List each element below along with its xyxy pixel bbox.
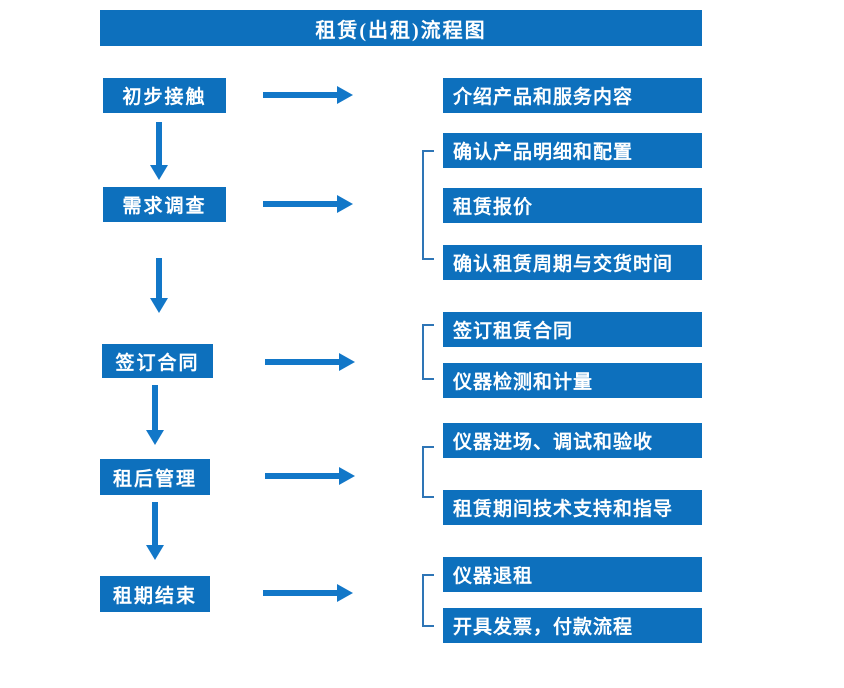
stage-post-rental-management: 租后管理 [100, 459, 210, 495]
stage-lease-end: 租期结束 [100, 576, 210, 612]
arrow-right-icon [263, 86, 353, 104]
detail-sign-rental-contract: 签订租赁合同 [443, 312, 702, 347]
detail-tech-support: 租赁期间技术支持和指导 [443, 490, 702, 525]
bracket-connector [422, 324, 434, 380]
arrow-right-icon [263, 584, 353, 602]
arrow-down-icon [146, 385, 164, 445]
arrow-down-icon [146, 502, 164, 560]
bracket-connector [422, 446, 434, 498]
detail-instrument-return: 仪器退租 [443, 557, 702, 592]
detail-instrument-setup-acceptance: 仪器进场、调试和验收 [443, 423, 702, 458]
arrow-right-icon [265, 353, 355, 371]
arrow-down-icon [150, 122, 168, 180]
detail-introduce-products: 介绍产品和服务内容 [443, 78, 702, 113]
arrow-right-icon [265, 467, 355, 485]
stage-initial-contact: 初步接触 [103, 78, 226, 113]
detail-confirm-product-config: 确认产品明细和配置 [443, 133, 702, 168]
detail-invoice-payment: 开具发票，付款流程 [443, 608, 702, 643]
detail-rental-quote: 租赁报价 [443, 188, 702, 223]
page-title: 租赁(出租)流程图 [100, 10, 702, 46]
detail-instrument-testing: 仪器检测和计量 [443, 363, 702, 398]
arrow-down-icon [150, 258, 168, 313]
arrow-right-icon [263, 195, 353, 213]
stage-demand-survey: 需求调查 [103, 187, 226, 222]
bracket-connector [422, 574, 434, 627]
stage-sign-contract: 签订合同 [102, 344, 213, 378]
bracket-connector [422, 150, 434, 260]
detail-confirm-period-delivery: 确认租赁周期与交货时间 [443, 245, 702, 280]
